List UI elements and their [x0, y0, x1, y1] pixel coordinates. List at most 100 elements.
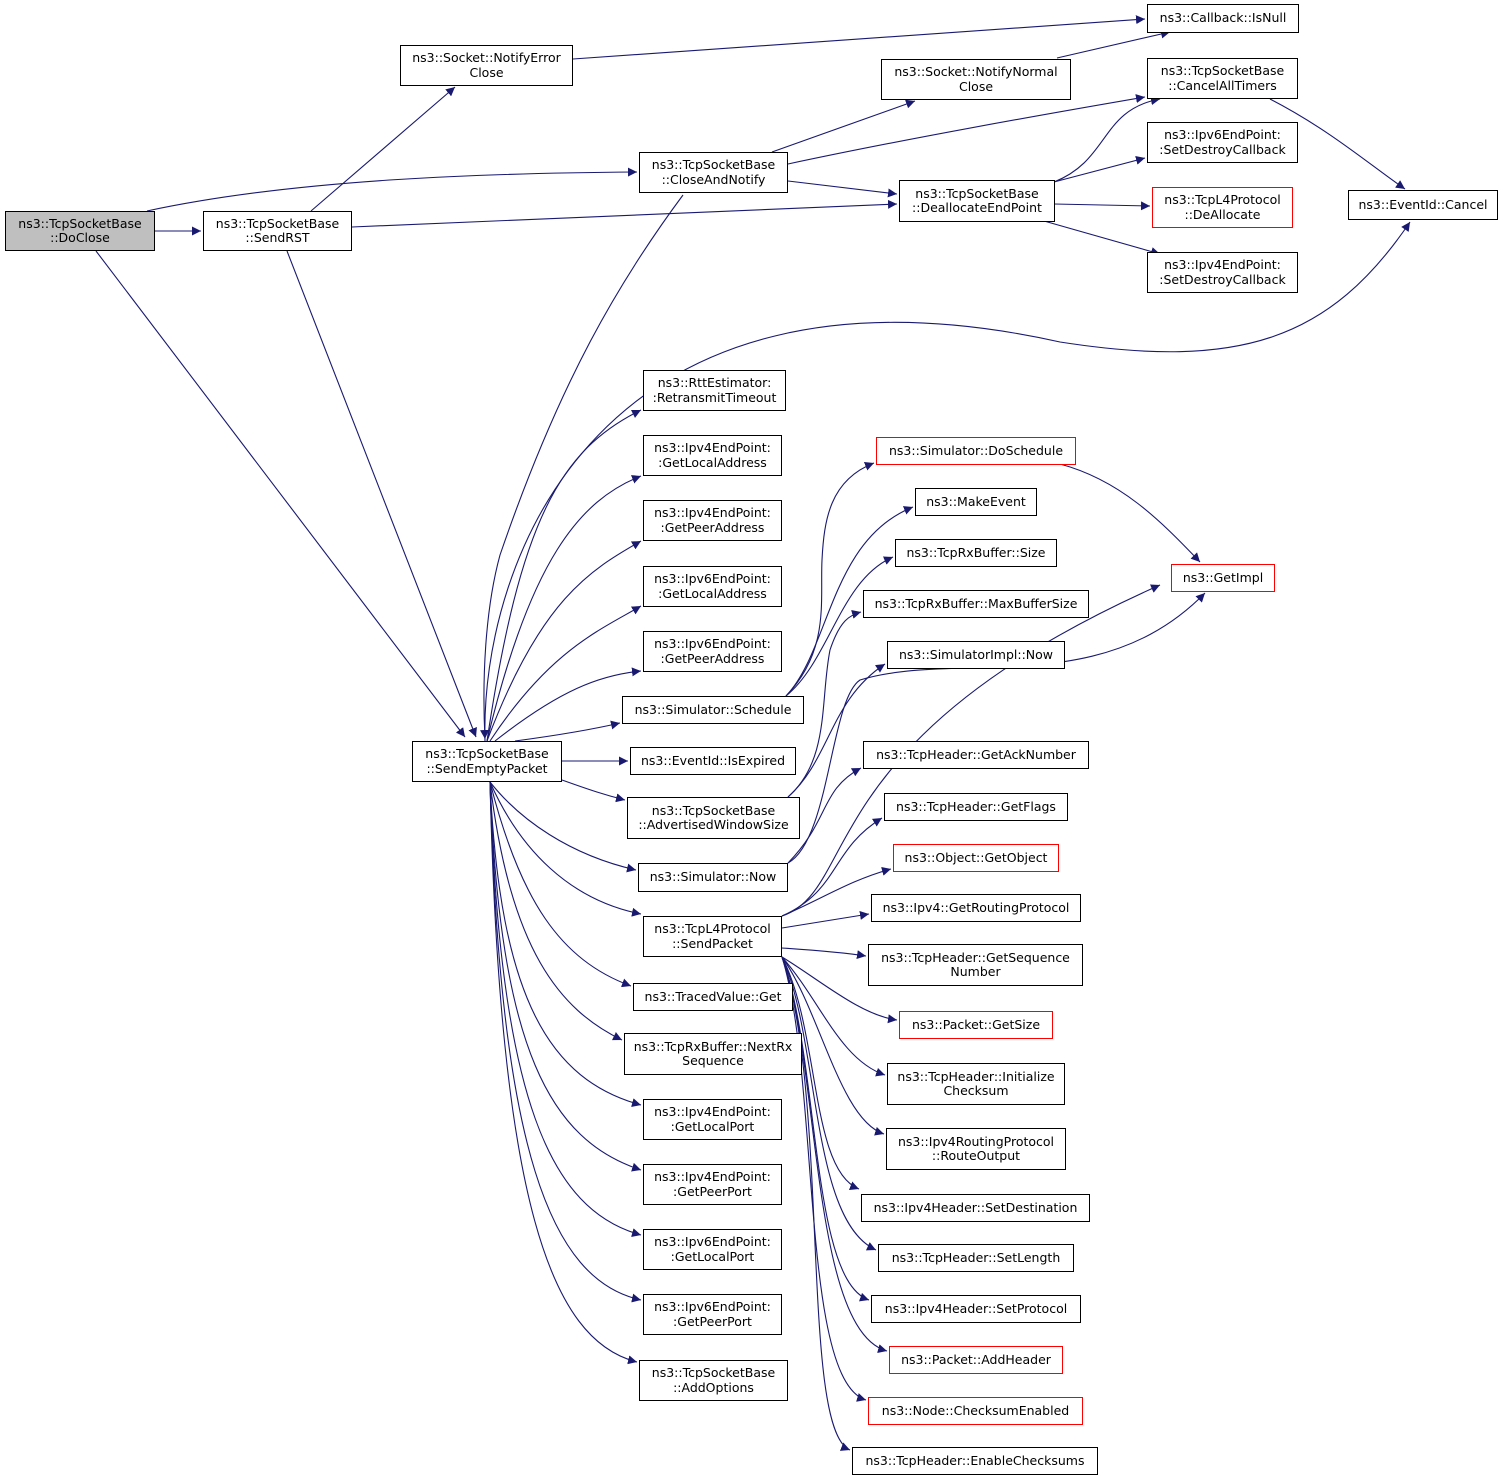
node-label: ns3::TcpSocketBase: [18, 215, 142, 231]
node-simulatornow[interactable]: ns3::Simulator::Now: [638, 863, 788, 892]
node-enablechecksums[interactable]: ns3::TcpHeader::EnableChecksums: [852, 1447, 1098, 1475]
node-ipv4getlocaladdress[interactable]: ns3::Ipv4EndPoint::GetLocalAddress: [643, 435, 782, 476]
node-label: ns3::TcpRxBuffer::NextRx: [633, 1038, 793, 1054]
node-ipv6setdestroy[interactable]: ns3::Ipv6EndPoint::SetDestroyCallback: [1147, 122, 1298, 163]
call-edge: [489, 781, 638, 1365]
node-setdestination[interactable]: ns3::Ipv4Header::SetDestination: [861, 1194, 1090, 1222]
node-deallocateendpoint[interactable]: ns3::TcpSocketBase::DeallocateEndPoint: [899, 180, 1055, 222]
call-edge: [561, 779, 626, 803]
call-edge: [1053, 201, 1151, 211]
node-addheader[interactable]: ns3::Packet::AddHeader: [889, 1346, 1063, 1374]
node-label: ns3::TcpHeader::GetFlags: [896, 798, 1056, 814]
node-label: ns3::Ipv4EndPoint:: [1164, 257, 1281, 272]
node-simulatorschedule[interactable]: ns3::Simulator::Schedule: [622, 696, 804, 724]
call-edge: [480, 194, 684, 740]
node-label: ns3::TcpHeader::Initialize: [897, 1068, 1055, 1084]
node-label: ns3::TcpSocketBase: [651, 157, 776, 172]
node-label: ns3::TcpSocketBase: [651, 1365, 776, 1380]
node-label: ::DeAllocate: [1184, 206, 1261, 222]
call-edge: [489, 781, 642, 917]
node-label: :SetDestroyCallback: [1159, 141, 1286, 157]
node-getflags[interactable]: ns3::TcpHeader::GetFlags: [884, 793, 1068, 821]
node-label: ns3::Node::ChecksumEnabled: [881, 1402, 1070, 1418]
node-rxbuffersize[interactable]: ns3::TcpRxBuffer::Size: [895, 539, 1057, 567]
node-makeevent[interactable]: ns3::MakeEvent: [915, 488, 1037, 516]
node-retransmittimeout[interactable]: ns3::RttEstimator::RetransmitTimeout: [643, 370, 786, 411]
node-closeandnotify[interactable]: ns3::TcpSocketBase::CloseAndNotify: [639, 152, 788, 193]
node-advertisedwindowsize[interactable]: ns3::TcpSocketBase::AdvertisedWindowSize: [627, 797, 800, 839]
node-packetgetsize[interactable]: ns3::Packet::GetSize: [899, 1011, 1053, 1039]
call-edge: [781, 956, 867, 1402]
node-label: ns3::TcpHeader::GetAckNumber: [876, 746, 1076, 762]
node-getroutingprotocol[interactable]: ns3::Ipv4::GetRoutingProtocol: [871, 894, 1081, 922]
node-simulatorimplnow[interactable]: ns3::SimulatorImpl::Now: [887, 641, 1065, 669]
node-label: :GetLocalPort: [670, 1118, 755, 1134]
node-eventidcancel[interactable]: ns3::EventId::Cancel: [1348, 190, 1498, 220]
call-edge: [489, 781, 642, 1107]
call-edge: [1053, 96, 1161, 183]
node-getobject[interactable]: ns3::Object::GetObject: [893, 844, 1059, 872]
node-checksumenabled[interactable]: ns3::Node::ChecksumEnabled: [868, 1397, 1083, 1425]
call-edge: [781, 956, 898, 1024]
node-cancelalltimers[interactable]: ns3::TcpSocketBase::CancelAllTimers: [1147, 58, 1298, 99]
node-addoptions[interactable]: ns3::TcpSocketBase::AddOptions: [639, 1360, 788, 1401]
node-label: ns3::TcpRxBuffer::Size: [906, 544, 1046, 560]
node-label: ns3::Socket::NotifyNormal: [894, 64, 1058, 79]
node-label: ::SendEmptyPacket: [426, 760, 548, 776]
node-label: ns3::Packet::AddHeader: [901, 1351, 1051, 1367]
node-maxbuffersize[interactable]: ns3::TcpRxBuffer::MaxBufferSize: [863, 590, 1089, 618]
node-label: ::AdvertisedWindowSize: [638, 817, 789, 832]
node-label: ns3::TcpHeader::EnableChecksums: [865, 1452, 1085, 1468]
node-label: ::CloseAndNotify: [661, 171, 766, 187]
node-sendemptypacket[interactable]: ns3::TcpSocketBase::SendEmptyPacket: [412, 741, 562, 782]
node-routeoutput[interactable]: ns3::Ipv4RoutingProtocol::RouteOutput: [886, 1128, 1066, 1170]
call-edge: [771, 99, 916, 153]
node-getimpl[interactable]: ns3::GetImpl: [1171, 564, 1275, 592]
node-isnull[interactable]: ns3::Callback::IsNull: [1147, 4, 1299, 33]
node-doclose[interactable]: ns3::TcpSocketBase::DoClose: [5, 211, 155, 251]
call-edge: [310, 86, 456, 212]
call-edge: [95, 250, 466, 738]
node-sendrst[interactable]: ns3::TcpSocketBase::SendRST: [203, 211, 352, 251]
node-label: ns3::TcpSocketBase: [1160, 63, 1285, 78]
call-edge: [1053, 155, 1146, 183]
node-label: ns3::Object::GetObject: [904, 849, 1048, 865]
node-tracedvalueget[interactable]: ns3::TracedValue::Get: [633, 983, 793, 1011]
node-ipv4getpeerport[interactable]: ns3::Ipv4EndPoint::GetPeerPort: [643, 1164, 782, 1205]
node-tcpl4sendpacket[interactable]: ns3::TcpL4Protocol::SendPacket: [643, 916, 782, 957]
node-ipv6getpeeraddress[interactable]: ns3::Ipv6EndPoint::GetPeerAddress: [643, 631, 782, 672]
node-label: ns3::Ipv4Header::SetProtocol: [884, 1300, 1068, 1316]
node-label: ::AddOptions: [673, 1379, 754, 1395]
node-label: ::DeallocateEndPoint: [912, 200, 1042, 215]
node-label: Number: [950, 964, 1001, 979]
node-setprotocol[interactable]: ns3::Ipv4Header::SetProtocol: [871, 1295, 1081, 1323]
node-ipv6getlocaladdress[interactable]: ns3::Ipv6EndPoint::GetLocalAddress: [643, 566, 782, 607]
call-edge: [489, 781, 623, 1041]
call-edge: [781, 956, 888, 1353]
node-doschedule[interactable]: ns3::Simulator::DoSchedule: [876, 437, 1076, 465]
node-label: ns3::EventId::Cancel: [1358, 196, 1488, 212]
node-ipv4getpeeraddress[interactable]: ns3::Ipv4EndPoint::GetPeerAddress: [643, 500, 782, 541]
node-label: ns3::Ipv4EndPoint:: [654, 440, 771, 455]
node-label: ns3::TcpL4Protocol: [654, 921, 771, 936]
node-tcpl4deallocate[interactable]: ns3::TcpL4Protocol::DeAllocate: [1152, 187, 1293, 228]
node-label: ::SendPacket: [672, 935, 753, 951]
node-ipv6getlocalport[interactable]: ns3::Ipv6EndPoint::GetLocalPort: [643, 1229, 782, 1270]
node-ipv4getlocalport[interactable]: ns3::Ipv4EndPoint::GetLocalPort: [643, 1099, 782, 1140]
node-eventidisexpired[interactable]: ns3::EventId::IsExpired: [630, 747, 796, 775]
node-label: ns3::Ipv6EndPoint:: [654, 1299, 771, 1314]
node-setlength[interactable]: ns3::TcpHeader::SetLength: [878, 1244, 1074, 1272]
call-edge: [494, 667, 642, 742]
node-getacknumber[interactable]: ns3::TcpHeader::GetAckNumber: [863, 741, 1089, 769]
node-label: :GetPeerAddress: [660, 650, 765, 666]
node-ipv4setdestroy[interactable]: ns3::Ipv4EndPoint::SetDestroyCallback: [1147, 252, 1298, 293]
node-label: ns3::Ipv4EndPoint:: [654, 1169, 771, 1184]
node-label: ::RouteOutput: [931, 1148, 1021, 1163]
call-edge: [489, 781, 632, 988]
node-ipv6getpeerport[interactable]: ns3::Ipv6EndPoint::GetPeerPort: [643, 1294, 782, 1335]
